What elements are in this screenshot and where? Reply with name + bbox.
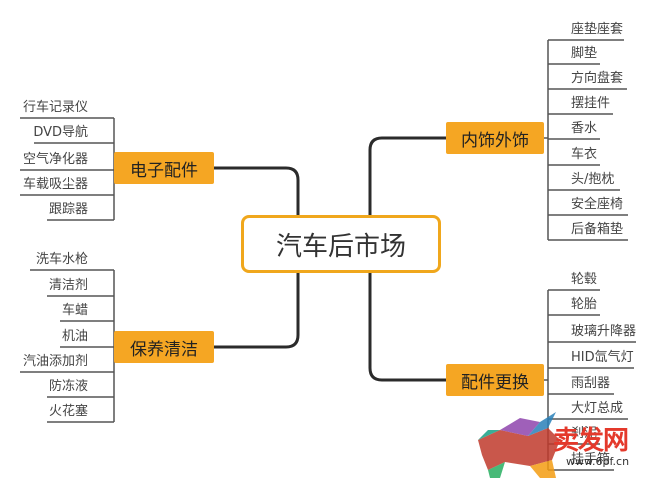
leaf-electronics-5: 跟踪器	[48, 202, 88, 217]
branch-interior: 内饰外饰	[446, 122, 544, 154]
central-topic: 汽车后市场	[241, 215, 441, 273]
connector-electronics	[214, 166, 300, 215]
leaf-interior-6: 车衣	[571, 147, 598, 162]
leaf-cleaning-1: 洗车水枪	[35, 252, 88, 267]
leaf-electronics-3: 空气净化器	[22, 152, 88, 167]
leaf-electronics-2: DVD导航	[33, 125, 88, 140]
leaf-interior-4: 摆挂件	[571, 96, 611, 111]
leaf-interior-1: 座垫座套	[571, 22, 624, 37]
watermark-bull-icon	[478, 412, 560, 478]
leaf-cleaning-2: 清洁剂	[48, 278, 88, 293]
parts-leaf-lines	[533, 289, 636, 471]
branch-electronics: 电子配件	[114, 152, 214, 184]
leaf-cleaning-6: 防冻液	[48, 379, 88, 394]
leaf-parts-3: 玻璃升降器	[571, 324, 637, 339]
leaf-parts-2: 轮胎	[571, 297, 598, 312]
leaf-interior-2: 脚垫	[571, 46, 598, 61]
connector-parts	[368, 273, 446, 382]
watermark-url: www.6pf.cn	[566, 455, 630, 468]
leaf-cleaning-5: 汽油添加剂	[22, 354, 88, 369]
leaf-cleaning-7: 火花塞	[48, 404, 88, 419]
leaf-parts-1: 轮毂	[571, 272, 598, 287]
leaf-cleaning-3: 车蜡	[61, 303, 88, 318]
leaf-interior-3: 方向盘套	[571, 71, 624, 86]
leaf-parts-6: 大灯总成	[571, 401, 624, 416]
connector-interior	[368, 136, 446, 215]
connector-cleaning	[214, 273, 300, 349]
leaf-parts-7: 刹泥	[571, 426, 598, 441]
leaf-interior-8: 安全座椅	[571, 197, 624, 212]
leaf-interior-5: 香水	[571, 121, 598, 136]
leaf-interior-9: 后备箱垫	[571, 222, 624, 237]
leaf-parts-5: 雨刮器	[571, 376, 611, 391]
branch-cleaning: 保养清洁	[114, 331, 214, 363]
leaf-cleaning-4: 机油	[61, 329, 88, 344]
leaf-electronics-1: 行车记录仪	[22, 100, 88, 115]
leaf-parts-4: HID氙气灯	[571, 350, 634, 365]
watermark-logo-text: 卖发网	[553, 426, 629, 456]
leaf-electronics-4: 车载吸尘器	[22, 177, 88, 192]
branch-parts: 配件更换	[446, 364, 544, 396]
leaf-parts-8: 挂手箱	[571, 452, 611, 467]
leaf-interior-7: 头/抱枕	[571, 172, 615, 187]
interior-leaf-lines	[533, 39, 628, 241]
